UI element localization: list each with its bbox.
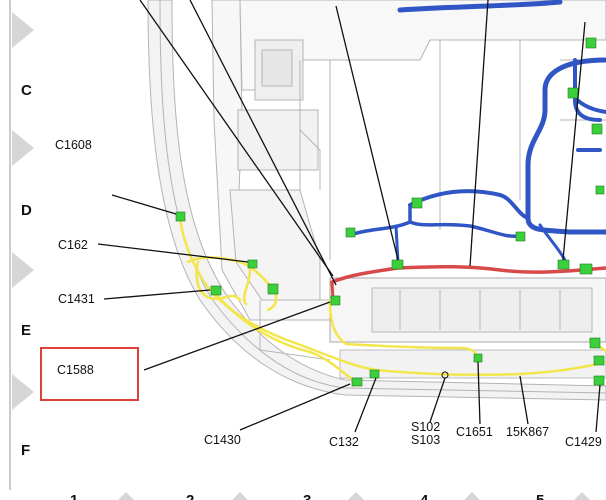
leader-top-5 [562, 21, 586, 261]
connector-c1588[interactable] [330, 295, 341, 306]
connector-c162[interactable] [247, 259, 258, 269]
leader-lines [97, 0, 601, 433]
column-label-3: 3 [303, 492, 311, 500]
column-label-5: 5 [536, 492, 544, 500]
connector-c1430[interactable] [351, 377, 363, 387]
blue-harness-branch [573, 58, 606, 152]
row-label-f: F [21, 442, 30, 459]
label-s102: S102 [411, 420, 440, 434]
leader-s102 [429, 377, 446, 423]
connector-blue-2[interactable] [345, 227, 356, 238]
leader-top-3 [335, 5, 399, 261]
vehicle-body [147, 0, 606, 401]
leader-c1431 [103, 289, 211, 300]
label-c1429: C1429 [565, 435, 602, 449]
label-k867: 15K867 [506, 425, 549, 439]
leader-c1608 [111, 194, 177, 215]
margin-marker [12, 12, 34, 48]
body-detail [259, 59, 606, 361]
column-marker [348, 492, 364, 500]
lower-grille-ribs [399, 290, 561, 330]
margin-marker [12, 130, 34, 166]
connector-blue-1[interactable] [411, 197, 423, 209]
connector-red-3[interactable] [579, 263, 593, 275]
column-marker [232, 492, 248, 500]
column-label-1: 1 [70, 492, 78, 500]
column-marker [464, 492, 480, 500]
leader-c1588 [143, 301, 331, 371]
yellow-harness-top [328, 298, 480, 360]
blue-harness-main [525, 57, 606, 235]
leader-top-4 [469, 0, 489, 267]
row-label-e: E [21, 322, 31, 339]
connector-blue-7[interactable] [595, 185, 605, 195]
connector-blue-4[interactable] [567, 87, 579, 99]
leader-k867 [519, 375, 529, 425]
margin-markers [12, 12, 34, 410]
leader-top-long [139, 0, 334, 277]
bumper-fascia [147, 0, 606, 401]
yellow-harness-lower [210, 288, 358, 384]
yellow-harness-main [178, 214, 606, 377]
column-label-2: 2 [186, 492, 194, 500]
support-bracket-inner [261, 49, 293, 87]
leader-c162 [97, 243, 249, 263]
connector-c1431[interactable] [210, 285, 222, 296]
connectors [175, 37, 605, 387]
leader-top-2 [189, 0, 337, 286]
blue-harness-cross [408, 189, 530, 220]
c1588-highlight-box [40, 347, 139, 401]
connector-right-2[interactable] [593, 355, 605, 366]
leader-c1429 [595, 384, 601, 433]
connector-blue-6[interactable] [585, 37, 597, 49]
connector-c132[interactable] [369, 369, 380, 379]
blue-harness-left [348, 203, 522, 239]
row-label-d: D [21, 202, 32, 219]
support-bracket-2 [237, 109, 319, 171]
connector-red-2[interactable] [557, 259, 570, 270]
connector-mid[interactable] [267, 283, 279, 295]
label-c1651: C1651 [456, 425, 493, 439]
connector-c1608[interactable] [175, 211, 186, 222]
margin-marker [12, 252, 34, 288]
label-c162: C162 [58, 238, 88, 252]
connector-blue-5[interactable] [591, 123, 603, 135]
margin-marker [12, 374, 34, 410]
support-rail [299, 40, 521, 260]
column-markers [118, 492, 590, 500]
leader-c1430 [239, 383, 351, 431]
leader-c1651 [477, 361, 481, 425]
column-label-4: 4 [420, 492, 429, 500]
label-c1608: C1608 [55, 138, 92, 152]
connector-c1429[interactable] [593, 375, 605, 386]
label-c1431: C1431 [58, 292, 95, 306]
lower-grille-inner [371, 287, 593, 333]
label-s103: S103 [411, 433, 440, 447]
label-c1588: C1588 [57, 363, 94, 377]
row-label-c: C [21, 82, 32, 99]
red-harness [330, 264, 606, 284]
label-c1430: C1430 [204, 433, 241, 447]
connector-red-1[interactable] [391, 259, 404, 270]
yellow-harness [178, 214, 606, 384]
bottom-valance [339, 349, 606, 379]
connector-right[interactable] [589, 337, 601, 349]
label-c132: C132 [329, 435, 359, 449]
connector-blue-3[interactable] [515, 231, 526, 242]
yellow-harness-loop [195, 260, 252, 306]
column-marker [574, 492, 590, 500]
connector-c1651[interactable] [473, 353, 483, 363]
leader-c132 [354, 377, 377, 433]
column-marker [118, 492, 134, 500]
